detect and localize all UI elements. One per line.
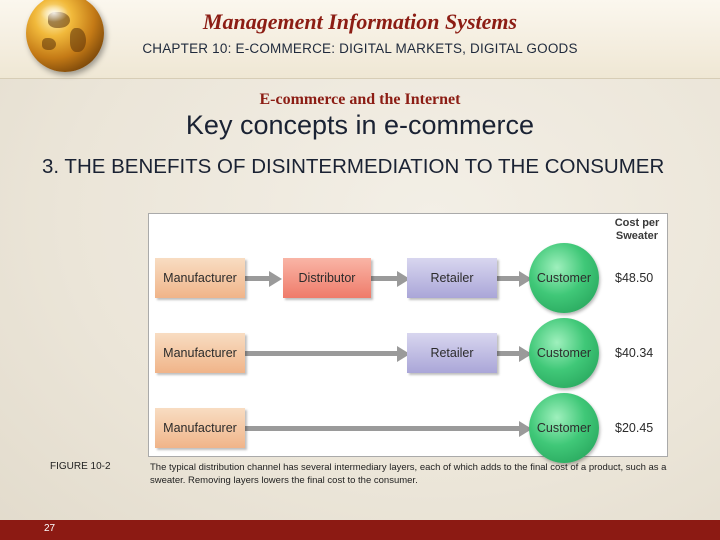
distribution-figure: Cost per Sweater Manufacturer Distributo… — [148, 213, 668, 463]
arrow — [371, 276, 399, 281]
page-number: 27 — [44, 523, 56, 534]
section-title: E-commerce and the Internet — [259, 91, 461, 108]
distributor-box: Distributor — [283, 258, 371, 298]
arrow-head — [519, 346, 532, 362]
customer-circle: Customer — [529, 393, 599, 463]
price-label: $40.34 — [615, 346, 654, 360]
arrow — [497, 351, 521, 356]
chapter-title: CHAPTER 10: E-COMMERCE: DIGITAL MARKETS,… — [142, 41, 578, 56]
figure-label: FIGURE 10-2 — [50, 461, 111, 472]
price-label: $48.50 — [615, 271, 654, 285]
manufacturer-box: Manufacturer — [155, 333, 245, 373]
arrow-head — [397, 271, 410, 287]
retailer-box: Retailer — [407, 333, 497, 373]
channel-row-3: Manufacturer Customer $20.45 — [149, 393, 667, 463]
figure-caption: The typical distribution channel has sev… — [150, 462, 667, 486]
arrow-head — [269, 271, 282, 287]
slide-heading: Key concepts in e-commerce — [185, 110, 535, 140]
manufacturer-box: Manufacturer — [155, 408, 245, 448]
channel-row-2: Manufacturer Retailer Customer $40.34 — [149, 318, 667, 388]
arrow — [241, 276, 271, 281]
manufacturer-box: Manufacturer — [155, 258, 245, 298]
arrow — [241, 351, 399, 356]
customer-circle: Customer — [529, 318, 599, 388]
slide-subheading: 3. THE BENEFITS OF DISINTERMEDIATION TO … — [42, 155, 665, 178]
slide-header: Management Information Systems CHAPTER 1… — [0, 0, 720, 79]
price-label: $20.45 — [615, 421, 654, 435]
channel-row-1: Manufacturer Distributor Retailer Custom… — [149, 243, 667, 313]
arrow — [497, 276, 521, 281]
customer-circle: Customer — [529, 243, 599, 313]
arrow — [241, 426, 521, 431]
course-title: Management Information Systems — [202, 9, 518, 34]
arrow-head — [519, 421, 532, 437]
arrow-head — [397, 346, 410, 362]
cost-header: Cost per Sweater — [614, 217, 660, 242]
globe-icon — [26, 0, 104, 72]
retailer-box: Retailer — [407, 258, 497, 298]
footer-bar: 27 — [0, 520, 720, 540]
arrow-head — [519, 271, 532, 287]
